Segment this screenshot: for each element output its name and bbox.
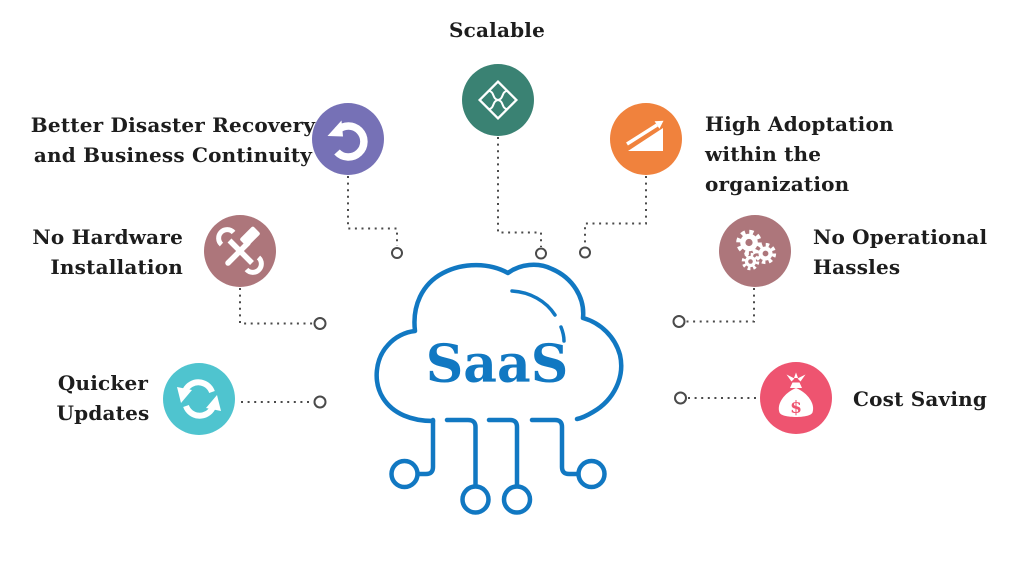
connector-scalable bbox=[497, 137, 542, 247]
connector-operational bbox=[686, 288, 755, 323]
circuit-end-nodes bbox=[389, 458, 607, 515]
connector-hardware bbox=[239, 288, 313, 325]
cloud-outline bbox=[374, 262, 624, 424]
benefit-node-disaster-recovery bbox=[312, 103, 384, 175]
benefit-label-cost-saving: Cost Saving bbox=[853, 387, 988, 411]
benefit-node-high-adoption bbox=[610, 103, 682, 175]
undo-arrow-icon bbox=[327, 120, 368, 161]
cloud-highlight-arc bbox=[510, 289, 557, 317]
connector-end-nodes bbox=[313, 246, 687, 409]
benefit-label-scalable: Scalable bbox=[448, 18, 546, 42]
growth-arrow-icon bbox=[626, 120, 664, 151]
benefit-label-high-adoption: High Adoptation within the organization bbox=[705, 112, 894, 196]
cloud-circuit-legs bbox=[389, 417, 607, 515]
gears-icon bbox=[736, 229, 777, 271]
saas-cloud: SaaS bbox=[374, 262, 624, 515]
benefit-label-no-hardware: No Hardware Installation bbox=[32, 225, 183, 279]
connector-disaster bbox=[347, 176, 398, 246]
benefit-node-cost-saving: $ bbox=[760, 362, 832, 434]
connector-adoption bbox=[584, 176, 647, 246]
benefit-label-disaster-recovery: Better Disaster Recovery and Business Co… bbox=[30, 113, 316, 167]
cloud-title: SaaS bbox=[426, 334, 569, 395]
tools-icon bbox=[216, 226, 264, 275]
benefit-node-no-operational-hassles bbox=[719, 215, 791, 287]
money-bag-icon: $ bbox=[778, 372, 814, 418]
benefit-node-no-hardware bbox=[204, 215, 276, 287]
benefit-label-quicker-updates: Quicker Updates bbox=[56, 371, 150, 425]
benefit-node-scalable bbox=[462, 64, 534, 136]
benefit-node-quicker-updates bbox=[163, 363, 235, 435]
dotted-connector-lines bbox=[239, 137, 757, 409]
sync-arrows-icon bbox=[177, 379, 221, 419]
puzzle-icon bbox=[477, 79, 519, 121]
cloud-highlight-dash bbox=[559, 325, 566, 343]
benefit-label-no-operational-hassles: No Operational Hassles bbox=[813, 225, 988, 279]
dollar-sign: $ bbox=[790, 398, 802, 418]
